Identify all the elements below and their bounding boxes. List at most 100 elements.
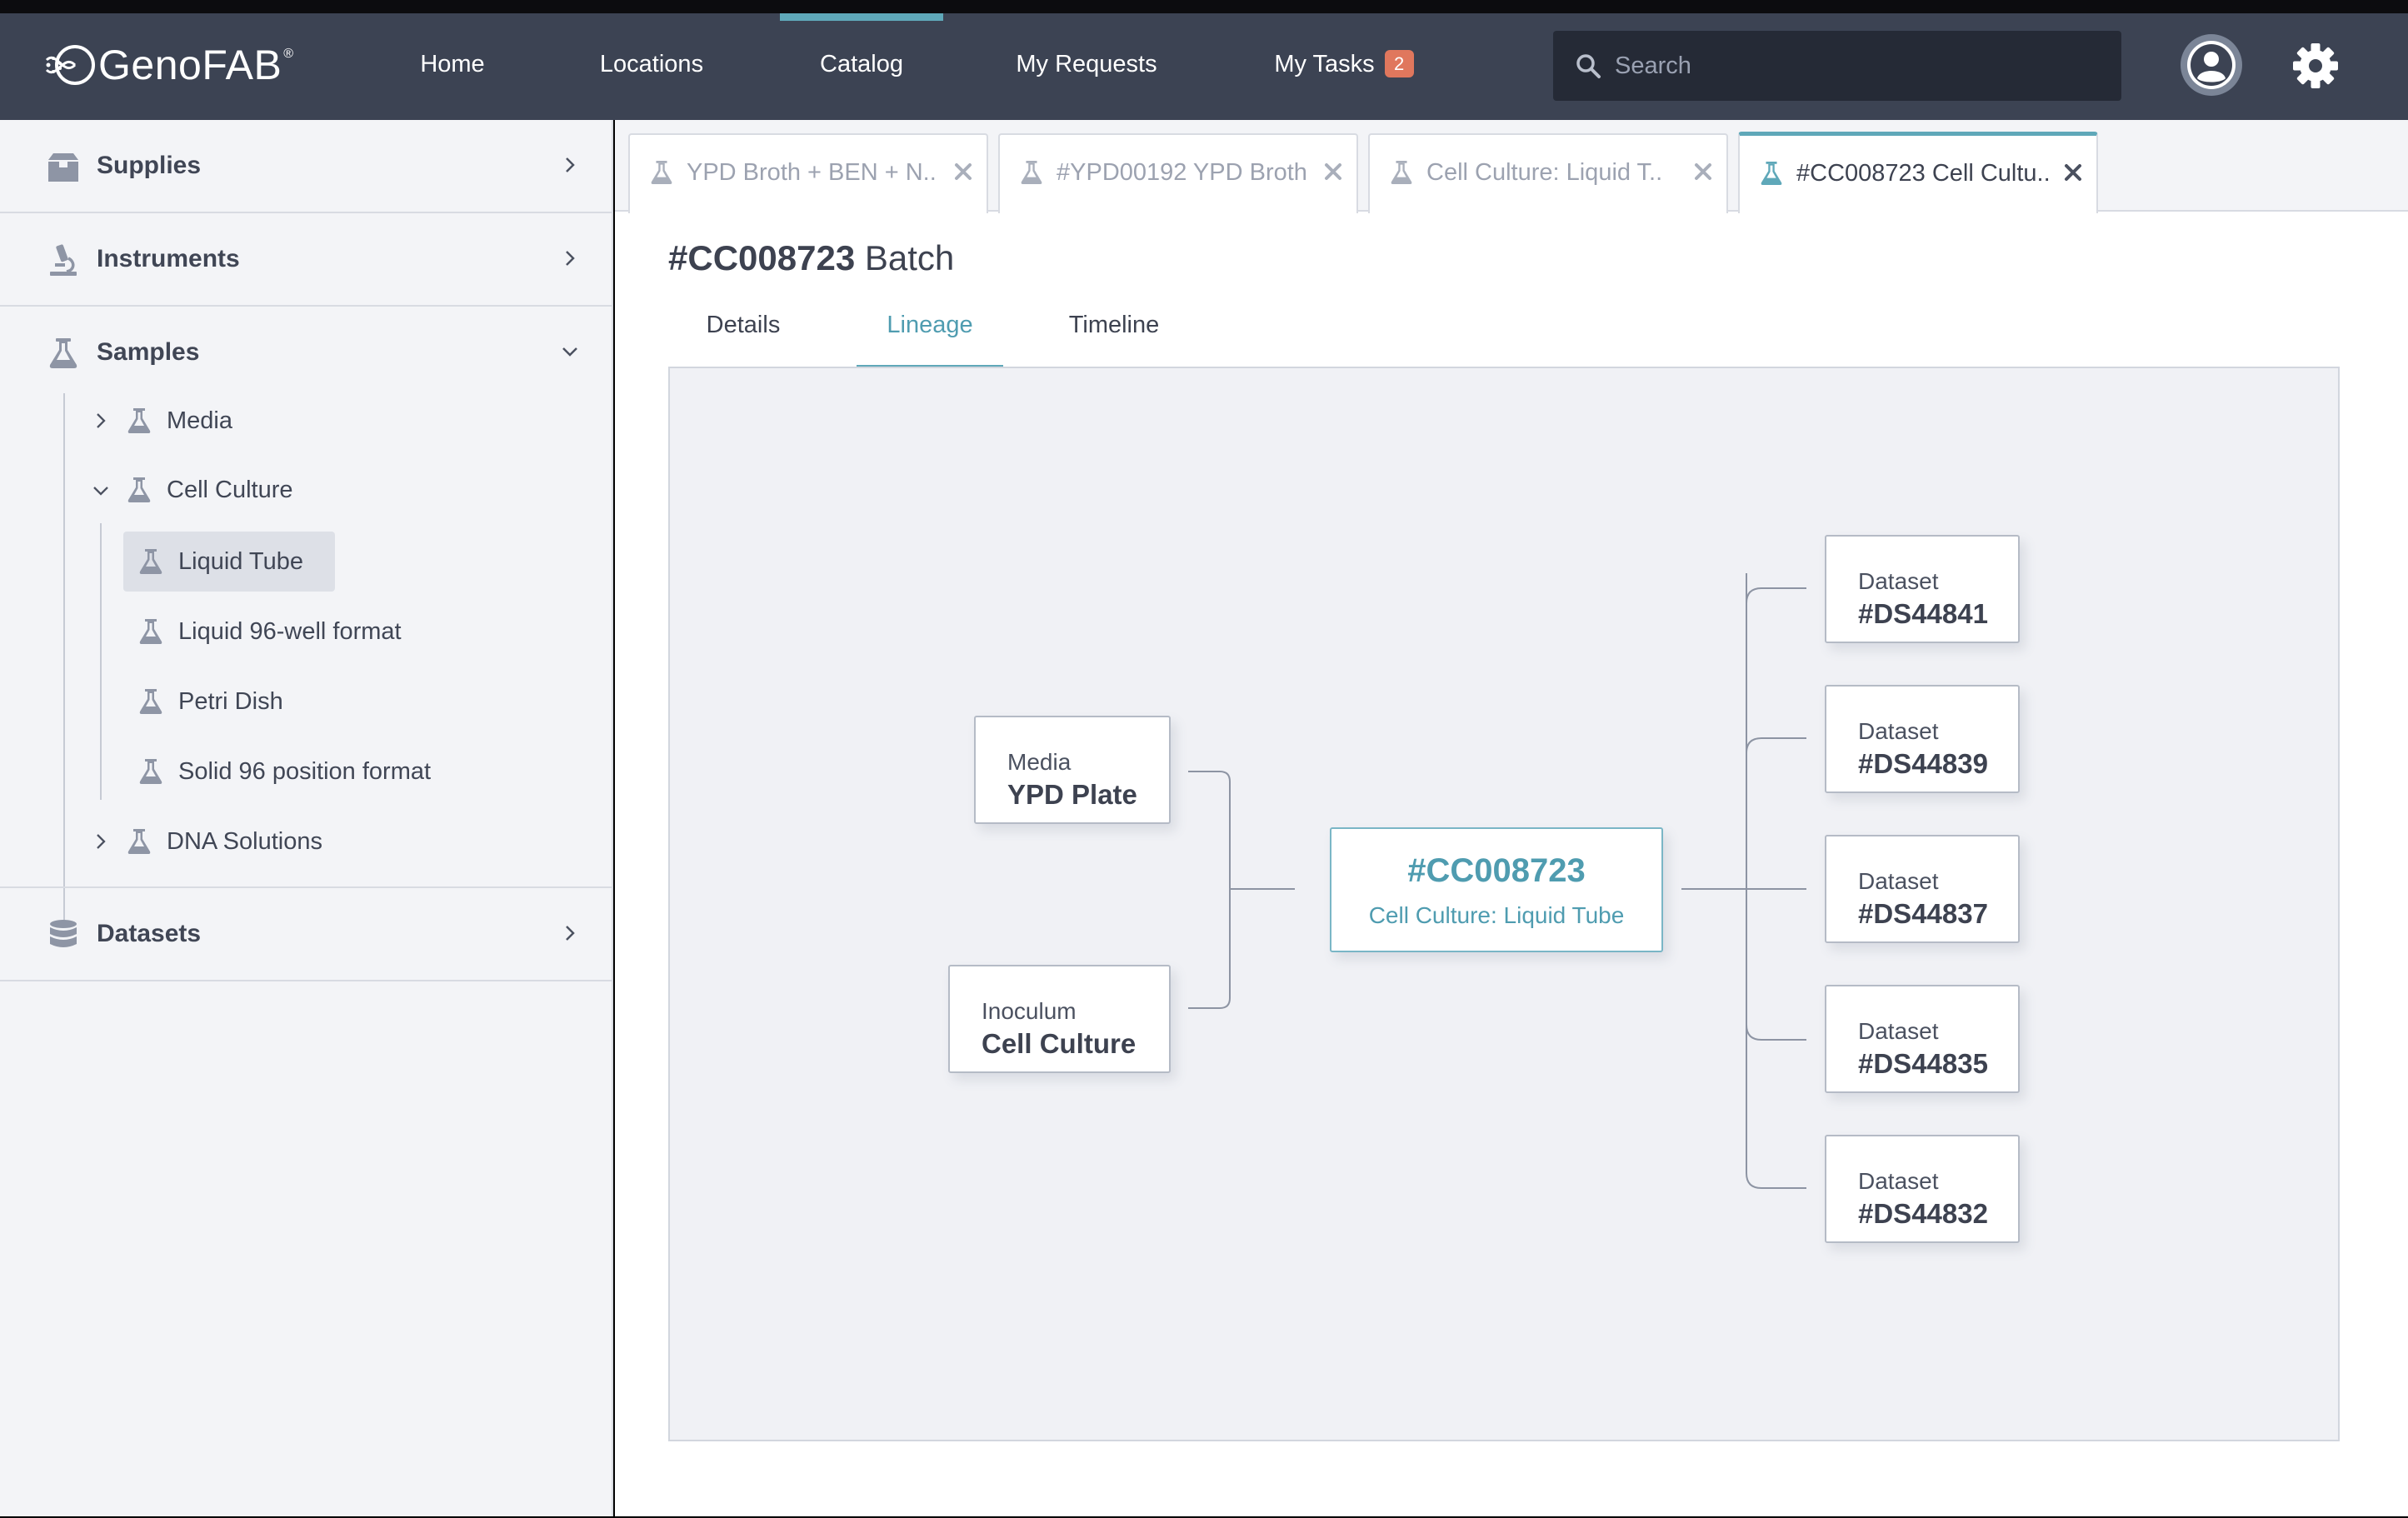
tree-item-liquid-96-well-format[interactable]: Liquid 96-well format [123, 602, 473, 662]
logo-text: GenoFAB [98, 42, 282, 88]
lineage-node-current-sample[interactable]: #CC008723 Cell Culture: Liquid Tube [1330, 827, 1663, 952]
chevron-right-icon [566, 251, 575, 266]
doc-tab-ypd-broth-ben[interactable]: YPD Broth + BEN + N.. [628, 133, 988, 213]
sidebar: Supplies Instruments Samples Media Cell [0, 120, 613, 1516]
top-strip [0, 0, 2408, 13]
logo[interactable]: GenoFAB ® [42, 38, 293, 92]
search-input[interactable] [1615, 31, 2106, 101]
close-icon[interactable] [1693, 162, 1713, 182]
tree-item-liquid-tube[interactable]: Liquid Tube [123, 532, 335, 592]
doc-tab-cc008723[interactable]: #CC008723 Cell Cultu.. [1738, 132, 2098, 213]
nav-locations[interactable]: Locations [585, 13, 718, 120]
search-box[interactable] [1553, 31, 2121, 101]
close-icon[interactable] [2063, 162, 2083, 182]
gear-icon[interactable] [2291, 42, 2340, 90]
lineage-node-output-dataset[interactable]: Dataset #DS44835 [1825, 985, 2020, 1093]
sidebar-section-label: Supplies [97, 152, 202, 179]
lineage-node-output-dataset[interactable]: Dataset #DS44832 [1825, 1135, 2020, 1243]
nav-label: My Tasks [1274, 51, 1375, 77]
nav-my-requests[interactable]: My Requests [1003, 13, 1170, 120]
sidebar-section-datasets[interactable]: Datasets [0, 886, 612, 981]
doc-tab-label: YPD Broth + BEN + N.. [687, 159, 937, 186]
flask-icon [139, 689, 162, 714]
tab-label: Timeline [1068, 312, 1160, 338]
flask-icon [1761, 162, 1782, 185]
node-name: YPD Plate [1007, 779, 1137, 810]
node-type: Dataset [1858, 1168, 1939, 1194]
chevron-down-icon[interactable] [92, 482, 110, 500]
close-icon[interactable] [1323, 162, 1343, 182]
tab-lineage[interactable]: Lineage [857, 297, 1003, 368]
tree-item-petri-dish[interactable]: Petri Dish [123, 672, 340, 732]
flask-icon [139, 549, 162, 574]
node-name: #DS44839 [1858, 748, 1988, 779]
sidebar-section-supplies[interactable]: Supplies [0, 120, 612, 213]
tab-details[interactable]: Details [668, 297, 818, 368]
lineage-node-output-dataset[interactable]: Dataset #DS44839 [1825, 685, 2020, 793]
flask-icon [127, 477, 151, 502]
dna-logo-icon [45, 45, 95, 85]
tree-item-label: Media [167, 407, 232, 434]
tree-item-label: DNA Solutions [167, 828, 322, 855]
doc-tab-ypd00192[interactable]: #YPD00192 YPD Broth [998, 133, 1358, 213]
sidebar-section-samples[interactable]: Samples [0, 307, 612, 400]
doc-tab-cell-culture-liquid[interactable]: Cell Culture: Liquid T.. [1368, 133, 1728, 213]
node-type: Inoculum [982, 998, 1077, 1024]
nav-label: Locations [599, 51, 704, 77]
flask-icon [139, 759, 162, 784]
tree-item-solid-96-position-format[interactable]: Solid 96 position format [123, 742, 515, 801]
lineage-node-input-media[interactable]: Media YPD Plate [974, 716, 1171, 824]
node-name: #DS44835 [1858, 1048, 1988, 1079]
chevron-right-icon [566, 926, 575, 941]
nav-my-tasks[interactable]: My Tasks 2 [1265, 13, 1423, 120]
doc-tab-label: #YPD00192 YPD Broth [1057, 159, 1307, 186]
user-avatar-icon[interactable] [2180, 33, 2243, 97]
task-count-badge: 2 [1384, 49, 1414, 77]
flask-icon [1391, 161, 1412, 184]
tab-timeline[interactable]: Timeline [1035, 297, 1193, 368]
flask-icon [139, 619, 162, 644]
node-type: Dataset [1858, 1018, 1939, 1044]
lineage-node-output-dataset[interactable]: Dataset #DS44837 [1825, 835, 2020, 943]
lineage-node-output-dataset[interactable]: Dataset #DS44841 [1825, 535, 2020, 643]
connector-output-5 [1746, 1172, 1806, 1189]
database-icon [50, 920, 77, 947]
app-header: GenoFAB ® Home Locations Catalog My Requ… [0, 13, 2408, 120]
box-icon [48, 153, 78, 182]
chevron-right-icon[interactable] [92, 412, 110, 430]
node-name: #DS44841 [1858, 598, 1988, 629]
close-icon[interactable] [953, 162, 973, 182]
connector-output-2 [1746, 737, 1806, 754]
tree-item-media[interactable]: Media [123, 391, 290, 451]
lineage-node-input-inoculum[interactable]: Inoculum Cell Culture [948, 965, 1171, 1073]
tree-item-cell-culture[interactable]: Cell Culture [123, 460, 340, 520]
page-title-suffix: Batch [864, 238, 955, 277]
flask-icon [651, 161, 672, 184]
sidebar-section-instruments[interactable]: Instruments [0, 213, 612, 307]
nav-label: My Requests [1016, 51, 1157, 77]
nav-catalog[interactable]: Catalog [780, 13, 943, 120]
nav-home[interactable]: Home [398, 13, 507, 120]
node-type: Dataset [1858, 718, 1939, 744]
page-title-id: #CC008723 [668, 238, 856, 277]
search-icon [1576, 54, 1601, 78]
tree-item-label: Liquid 96-well format [178, 618, 402, 645]
microscope-icon [50, 244, 77, 276]
tree-item-dna-solutions[interactable]: DNA Solutions [123, 811, 373, 871]
nav-label: Home [420, 51, 485, 77]
tab-label: Details [706, 312, 781, 338]
sidebar-section-label: Datasets [97, 920, 202, 947]
lineage-canvas[interactable]: Media YPD Plate Inoculum Cell Culture #C… [668, 367, 2340, 1441]
flask-icon [127, 408, 151, 433]
node-type: Dataset [1858, 568, 1939, 594]
connector-output-4 [1746, 1024, 1806, 1041]
chevron-right-icon[interactable] [92, 832, 110, 851]
lineage-connectors [1188, 573, 1806, 1189]
tree-item-label: Liquid Tube [178, 548, 303, 575]
doc-tab-label: Cell Culture: Liquid T.. [1426, 159, 1663, 186]
tree-item-label: Solid 96 position format [178, 758, 432, 785]
registered-mark: ® [283, 47, 294, 61]
doc-tab-label: #CC008723 Cell Cultu.. [1796, 160, 2051, 187]
nav-label: Catalog [820, 51, 903, 77]
chevron-right-icon [566, 157, 575, 172]
